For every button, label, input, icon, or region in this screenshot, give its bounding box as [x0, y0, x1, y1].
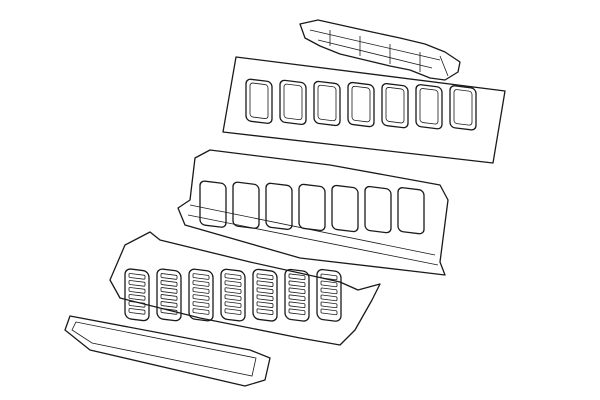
mesh-cell — [128, 294, 146, 301]
insert-ring — [415, 84, 443, 130]
mesh-cell — [128, 287, 146, 294]
mesh-cell — [160, 294, 178, 301]
mesh-cell — [256, 273, 274, 280]
mesh-cell — [160, 308, 178, 315]
insert-ring — [381, 82, 409, 129]
mesh-opening — [316, 268, 342, 322]
mesh-cell — [192, 287, 210, 294]
mesh-cell — [256, 308, 274, 315]
mesh-cell — [192, 280, 210, 287]
grille-shell — [177, 149, 449, 276]
insert-ring-inner — [249, 82, 269, 119]
mesh-cell — [224, 273, 242, 280]
shell-opening — [298, 183, 326, 232]
mesh-cell — [160, 287, 178, 294]
lower-grille — [109, 231, 381, 346]
mesh-cell — [192, 294, 210, 301]
grille-insert-set — [222, 56, 506, 164]
shell-opening — [199, 180, 227, 228]
mesh-cell — [256, 287, 274, 294]
mesh-cell — [288, 308, 306, 316]
mesh-cell — [224, 301, 242, 308]
mesh-cell — [288, 287, 306, 295]
mesh-cell — [288, 273, 306, 281]
mesh-cell — [256, 294, 274, 301]
insert-ring-inner — [419, 88, 439, 125]
insert-ring — [279, 79, 307, 126]
mesh-cell — [128, 280, 146, 287]
mesh-opening — [220, 268, 246, 322]
mesh-cell — [320, 280, 338, 288]
mesh-cell — [224, 287, 242, 294]
mesh-cell — [320, 308, 338, 316]
shell-opening — [265, 182, 293, 231]
mesh-opening — [124, 268, 150, 322]
insert-ring — [245, 78, 273, 124]
mesh-opening — [284, 268, 310, 322]
mesh-cell — [288, 294, 306, 302]
insert-ring-inner — [317, 84, 337, 122]
shell-opening — [364, 185, 392, 234]
mesh-cell — [160, 280, 178, 287]
insert-ring-inner — [351, 85, 371, 123]
mesh-cell — [160, 273, 178, 280]
mesh-cell — [288, 301, 306, 309]
mesh-cell — [224, 308, 242, 315]
upper-mounting-bracket — [299, 19, 461, 81]
insert-ring-inner — [385, 87, 405, 124]
mesh-cell — [160, 301, 178, 308]
mesh-cell — [320, 287, 338, 295]
mesh-cell — [256, 301, 274, 308]
mesh-cell — [192, 273, 210, 280]
mesh-cell — [128, 308, 146, 315]
mesh-cell — [128, 273, 146, 280]
insert-ring-inner — [283, 83, 303, 121]
mesh-cell — [192, 301, 210, 308]
lower-trim-bar — [64, 315, 271, 387]
mesh-opening — [252, 268, 278, 322]
insert-ring-inner — [453, 89, 473, 126]
mesh-cell — [224, 280, 242, 287]
mesh-opening — [156, 268, 182, 322]
insert-ring — [347, 81, 375, 128]
mesh-cell — [224, 294, 242, 301]
insert-ring — [449, 85, 477, 131]
mesh-cell — [256, 280, 274, 287]
mesh-cell — [128, 301, 146, 308]
mesh-cell — [288, 280, 306, 288]
insert-ring — [313, 80, 341, 127]
shell-opening — [331, 184, 359, 233]
shell-opening — [232, 181, 260, 229]
mesh-cell — [320, 294, 338, 302]
shell-opening — [397, 187, 425, 235]
mesh-cell — [320, 273, 338, 281]
mesh-cell — [192, 308, 210, 315]
mesh-opening — [188, 268, 214, 322]
mesh-cell — [320, 301, 338, 309]
